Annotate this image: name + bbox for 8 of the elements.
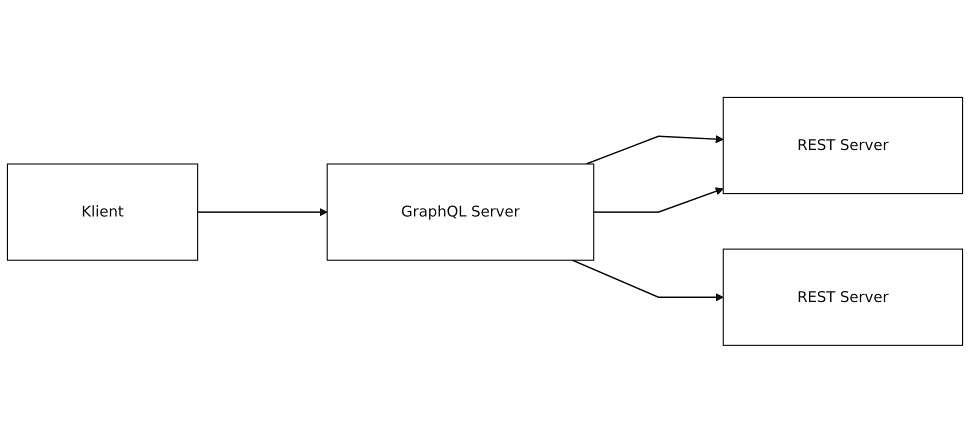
arrow xyxy=(198,208,328,216)
node-box: GraphQL Server xyxy=(326,163,594,260)
arrow xyxy=(572,259,724,301)
node-box: REST Server xyxy=(722,96,964,194)
node-box: Klient xyxy=(6,163,198,260)
arrow xyxy=(594,187,724,212)
node-box: REST Server xyxy=(722,248,964,346)
arrow xyxy=(586,134,724,164)
